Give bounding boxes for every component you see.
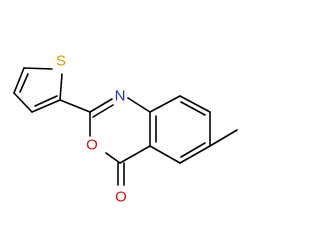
benzene-ring — [149, 95, 211, 164]
bond-o-c4 — [105, 152, 121, 164]
structure-canvas: S N O O — [13, 53, 238, 206]
bond-c2-n — [89, 98, 113, 113]
bond-methyl — [209, 129, 238, 147]
bond-c4-c3 — [13, 92, 33, 113]
molecule-diagram: S N O O — [13, 53, 238, 206]
bond-thiophene-link — [59, 99, 91, 113]
bond-c2-s — [59, 73, 63, 101]
atom-nitrogen: N — [115, 88, 126, 105]
atom-sulfur: S — [56, 53, 66, 70]
bond-c4-c4a — [119, 145, 151, 164]
bond-c5-c4-inner — [19, 73, 29, 93]
bond-n-c8a — [127, 97, 151, 113]
bond-s-c5 — [23, 67, 53, 70]
bond-c8a-c8 — [149, 95, 181, 113]
thiophene-ring — [13, 67, 63, 113]
bond-c8-c7-inner — [180, 101, 206, 116]
bond-c5-c4 — [13, 67, 25, 94]
bond-c5-c4a — [149, 145, 181, 164]
bond-c3-c2 — [31, 99, 61, 113]
bond-c3-c2-inner — [34, 95, 58, 107]
bond-c8-c7 — [179, 95, 211, 113]
bond-c6-c5-inner — [180, 142, 206, 158]
bond-c2-n-double — [92, 104, 114, 118]
atom-ring-oxygen: O — [86, 137, 98, 154]
atom-carbonyl-oxygen: O — [115, 189, 127, 206]
oxazinone-ring — [89, 97, 151, 164]
bond-c6-c5 — [179, 145, 211, 164]
